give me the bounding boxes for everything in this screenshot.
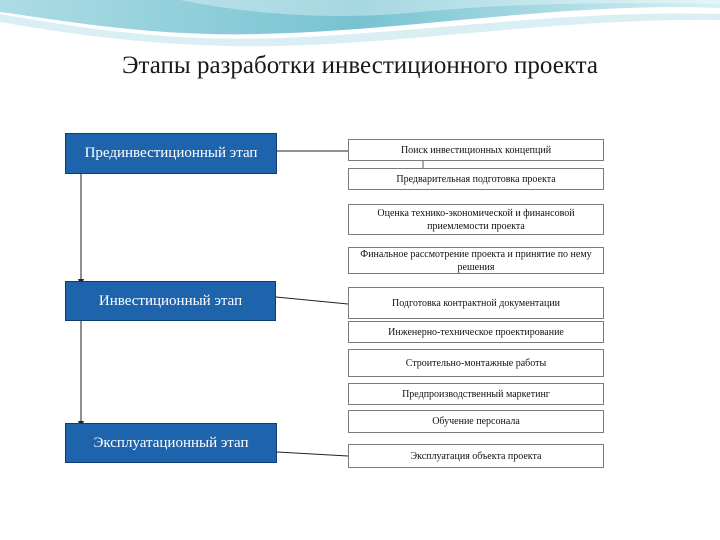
task-preproduction-marketing: Предпроизводственный маркетинг: [348, 383, 604, 405]
stage-pre-investment: Прединвестиционный этап: [65, 133, 277, 174]
task-engineering-design: Инженерно-техническое проектирование: [348, 321, 604, 343]
stage-investment: Инвестиционный этап: [65, 281, 276, 321]
task-final-review: Финальное рассмотрение проекта и приняти…: [348, 247, 604, 274]
stage-operation: Эксплуатационный этап: [65, 423, 277, 463]
task-contract-documentation: Подготовка контрактной документации: [348, 287, 604, 319]
task-feasibility-assessment: Оценка технико-экономической и финансово…: [348, 204, 604, 235]
task-staff-training: Обучение персонала: [348, 410, 604, 433]
task-construction-works: Строительно-монтажные работы: [348, 349, 604, 377]
task-preliminary-preparation: Предварительная подготовка проекта: [348, 168, 604, 190]
task-search-concepts: Поиск инвестиционных концепций: [348, 139, 604, 161]
task-project-operation: Эксплуатация объекта проекта: [348, 444, 604, 468]
